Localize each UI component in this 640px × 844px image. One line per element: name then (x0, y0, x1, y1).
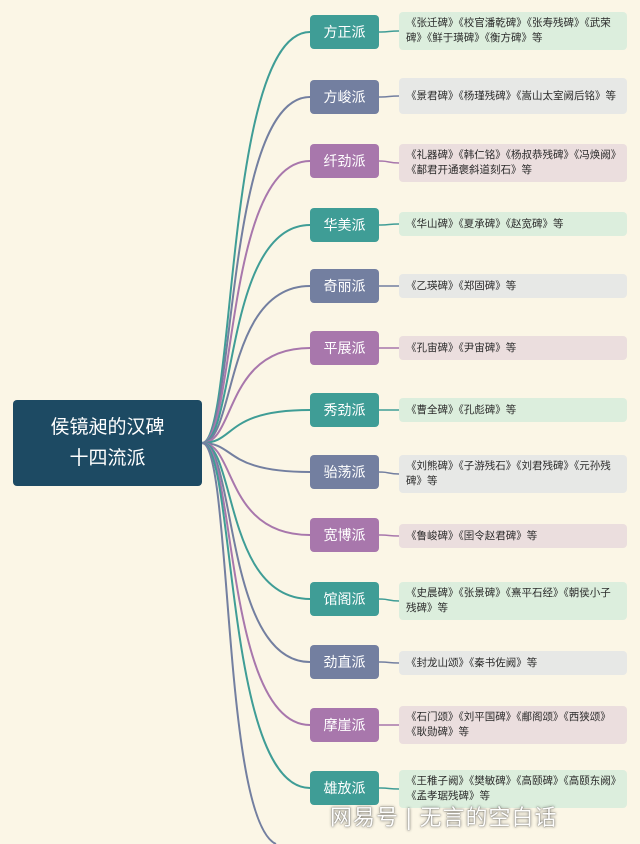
school-node: 劲直派 (310, 645, 379, 679)
school-works: 《封龙山颂》《秦书佐阙》等 (399, 651, 627, 675)
works-text: 《华山碑》《夏承碑》《赵宽碑》等 (406, 217, 564, 230)
branch-connector (201, 442, 311, 473)
root-title-line2: 十四流派 (69, 447, 146, 469)
works-text: 《曹全碑》《孔彪碑》等 (406, 403, 517, 416)
school-node: 摩崖派 (310, 708, 379, 742)
leaf-connector (378, 223, 400, 226)
school-works: 《王稚子阙》《樊敏碑》《高颐碑》《高颐东阙》《孟孝琚残碑》等 (399, 770, 627, 808)
branch-connector (201, 442, 311, 663)
school-works: 《鲁峻碑》《圉令赵君碑》等 (399, 524, 627, 548)
works-text: 《石门颂》《刘平国碑》《郙阁颂》《西狭颂》《耿勋碑》等 (406, 711, 611, 738)
leaf-connector (378, 598, 400, 602)
branch-connector (201, 442, 311, 600)
school-works: 《礼器碑》《韩仁铭》《杨叔恭残碑》《冯焕阙》《鄐君开通褒斜道刻石》等 (399, 144, 627, 182)
watermark: 网易号|无言的空白话 (330, 800, 557, 834)
branch-connector (201, 442, 311, 789)
school-node: 华美派 (310, 208, 379, 242)
leaf-connector (378, 661, 400, 664)
leaf-connector (378, 95, 400, 98)
school-works: 《景君碑》《杨瑾残碑》《嵩山太室阙后铭》等 (399, 78, 627, 114)
school-works: 《乙瑛碑》《郑固碑》等 (399, 274, 627, 298)
school-node: 雄放派 (310, 771, 379, 805)
leaf-connector (378, 160, 400, 164)
school-node: 骀荡派 (310, 455, 379, 489)
works-text: 《景君碑》《杨瑾残碑》《嵩山太室阙后铭》等 (406, 89, 616, 102)
works-text: 《张迁碑》《校官潘乾碑》《张寿残碑》《武荣碑》《鲜于璜碑》《衡方碑》等 (406, 17, 611, 44)
branch-connector (201, 409, 311, 444)
works-text: 《王稚子阙》《樊敏碑》《高颐碑》《高颐东阙》《孟孝琚残碑》等 (406, 775, 616, 802)
school-works: 《张迁碑》《校官潘乾碑》《张寿残碑》《武荣碑》《鲜于璜碑》《衡方碑》等 (399, 12, 627, 50)
school-works: 《曹全碑》《孔彪碑》等 (399, 398, 627, 422)
school-works: 《刘熊碑》《子游残石》《刘君残碑》《元孙残碑》等 (399, 455, 627, 493)
branch-connector (201, 442, 277, 844)
school-works: 《华山碑》《夏承碑》《赵宽碑》等 (399, 212, 627, 236)
works-text: 《鲁峻碑》《圉令赵君碑》等 (406, 529, 538, 542)
works-text: 《封龙山颂》《秦书佐阙》等 (406, 656, 538, 669)
branch-connector (201, 347, 311, 444)
branch-connector (201, 96, 311, 444)
works-text: 《史晨碑》《张景碑》《熹平石经》《朝侯小子残碑》等 (406, 587, 611, 614)
school-node: 宽博派 (310, 518, 379, 552)
works-text: 《孔宙碑》《尹宙碑》等 (406, 341, 517, 354)
root-title-line1: 侯镜昶的汉碑 (50, 416, 165, 438)
school-works: 《孔宙碑》《尹宙碑》等 (399, 336, 627, 360)
leaf-connector (378, 787, 400, 790)
branch-connector (201, 160, 311, 444)
branch-connector (201, 224, 311, 444)
works-text: 《刘熊碑》《子游残石》《刘君残碑》《元孙残碑》等 (406, 460, 611, 487)
school-node: 馆阁派 (310, 582, 379, 616)
school-node: 秀劲派 (310, 393, 379, 427)
watermark-separator: | (405, 806, 414, 831)
works-text: 《乙瑛碑》《郑固碑》等 (406, 279, 517, 292)
leaf-connector (378, 471, 400, 475)
school-works: 《史晨碑》《张景碑》《熹平石经》《朝侯小子残碑》等 (399, 582, 627, 620)
school-node: 方峻派 (310, 80, 379, 114)
leaf-connector (378, 30, 400, 33)
watermark-brand: 网易号 (330, 806, 400, 831)
school-works: 《石门颂》《刘平国碑》《郙阁颂》《西狭颂》《耿勋碑》等 (399, 706, 627, 744)
root-node: 侯镜昶的汉碑 十四流派 (13, 400, 202, 486)
branch-connector (201, 31, 311, 444)
works-text: 《礼器碑》《韩仁铭》《杨叔恭残碑》《冯焕阙》《鄐君开通褒斜道刻石》等 (406, 149, 616, 176)
school-node: 平展派 (310, 331, 379, 365)
branch-connector (201, 285, 311, 444)
branch-connector (201, 442, 311, 536)
watermark-account: 无言的空白话 (419, 806, 558, 831)
school-node: 纤劲派 (310, 144, 379, 178)
school-node: 方正派 (310, 15, 379, 49)
school-node: 奇丽派 (310, 269, 379, 303)
leaf-connector (378, 534, 400, 537)
